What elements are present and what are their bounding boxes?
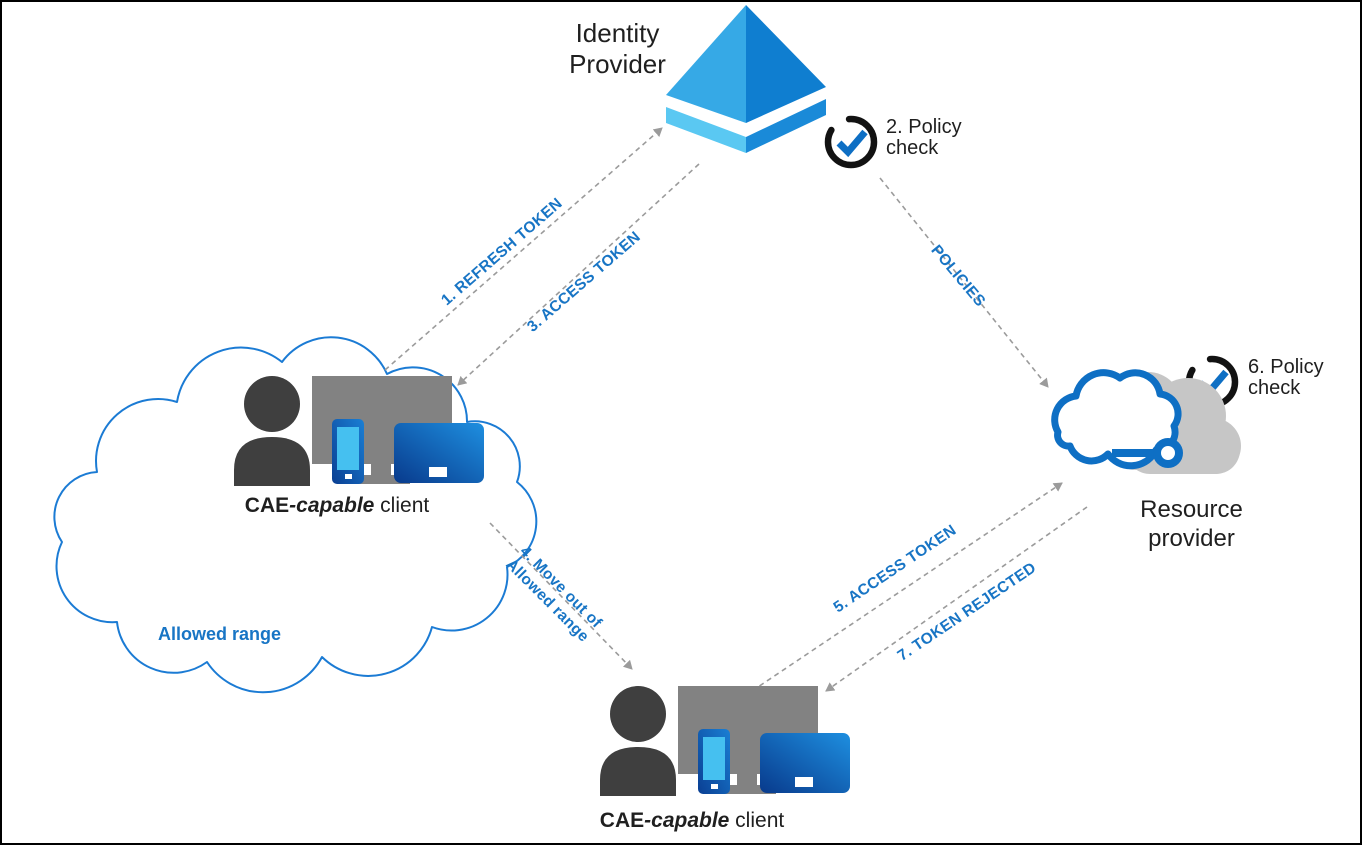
client-in-range-label: CAE-capable client — [207, 494, 467, 518]
identity-provider-icon — [666, 5, 826, 153]
identity-provider-label-line2: Provider — [569, 49, 666, 80]
resource-provider-label: Resource provider — [1104, 496, 1279, 554]
client-out-of-range-acronym: CAE — [599, 809, 645, 832]
policy-check-rp-line1: 6. Policy — [1248, 356, 1324, 378]
policy-check-rp-label: 6. Policy check — [1248, 357, 1324, 399]
resource-connector-node — [1153, 438, 1183, 468]
resource-blue-cloud — [1051, 369, 1182, 470]
resource-provider-icon — [1051, 369, 1241, 474]
resource-provider-label-line1: Resource — [1140, 496, 1243, 523]
policy-check-idp-line1: 2. Policy — [886, 116, 962, 138]
resource-provider-label-line2: provider — [1148, 524, 1235, 552]
client-devices-icon-in-range — [234, 376, 484, 486]
policy-check-idp-line2: check — [886, 137, 939, 159]
client-out-of-range-qualifier: -capable — [644, 809, 730, 832]
client-in-range-qualifier: -capable — [289, 494, 375, 517]
policy-check-idp-label: 2. Policy check — [886, 117, 962, 159]
arrow-access-token-from-idp — [457, 163, 700, 386]
client-out-of-range-rest: client — [729, 809, 785, 832]
allowed-range-label: Allowed range — [158, 624, 282, 644]
identity-provider-label-line1: Identity — [575, 18, 660, 48]
client-devices-icon-out-of-range — [600, 686, 850, 796]
client-in-range-acronym: CAE — [244, 494, 290, 517]
policy-check-rp-line2: check — [1248, 377, 1301, 399]
policy-check-icon-idp — [828, 119, 874, 165]
client-out-of-range-label: CAE-capable client — [562, 809, 822, 833]
arrow-refresh-token — [384, 127, 663, 371]
arrow-move-out — [489, 522, 633, 670]
client-in-range-rest: client — [374, 494, 430, 517]
identity-provider-label: Identity Provider — [525, 18, 710, 80]
arrow-group — [384, 127, 1088, 692]
